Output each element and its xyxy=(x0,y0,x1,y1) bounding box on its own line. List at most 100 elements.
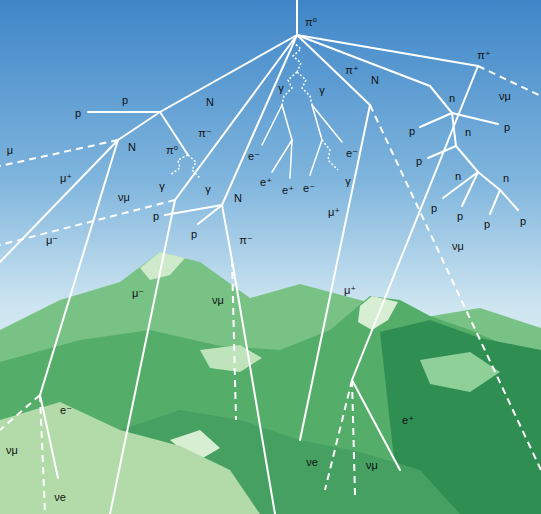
particle-label: νμ xyxy=(118,191,130,203)
electron-track xyxy=(310,140,322,175)
particle-label: N xyxy=(371,74,379,86)
mountain-middle xyxy=(0,296,541,514)
particle-label: μ xyxy=(7,144,13,156)
particle-label: N xyxy=(206,96,214,108)
particle-label: π⁻ xyxy=(239,234,252,246)
particle-label: e⁻ xyxy=(248,150,260,162)
neutrino-track xyxy=(370,105,541,470)
particle-label: e⁺ xyxy=(282,184,294,196)
particle-label: p xyxy=(484,218,490,230)
particle-label: p xyxy=(504,121,510,133)
particle-label: γ xyxy=(345,175,351,187)
particle-track xyxy=(160,112,188,155)
electron-track xyxy=(282,105,292,140)
particle-label: νμ xyxy=(6,444,18,456)
neutrino-track xyxy=(325,380,352,490)
particle-label: p xyxy=(75,107,81,119)
particle-label: μ⁻ xyxy=(46,234,58,246)
particle-label: p xyxy=(409,125,415,137)
particle-label: π⁺ xyxy=(345,64,358,76)
particle-label: νμ xyxy=(452,240,464,252)
neutrino-track xyxy=(232,260,236,420)
particle-label: N xyxy=(234,192,242,204)
particle-label: n xyxy=(503,172,509,184)
particle-track xyxy=(300,105,370,440)
particle-track xyxy=(430,86,452,113)
particle-label: γ xyxy=(319,84,325,96)
particle-track xyxy=(222,205,232,260)
particle-label: μ⁻ xyxy=(132,287,144,299)
photon-track xyxy=(293,35,301,72)
particle-label: p xyxy=(122,94,128,106)
particle-label: n xyxy=(465,126,471,138)
photon-track xyxy=(188,155,200,178)
mountain-back xyxy=(0,252,541,514)
electron-track xyxy=(272,140,292,172)
mountains xyxy=(0,252,541,514)
particle-track xyxy=(110,200,175,514)
neutrino-tracks xyxy=(0,66,541,514)
particle-track xyxy=(40,140,118,395)
particle-label: νe xyxy=(306,456,318,468)
photon-track xyxy=(322,140,338,170)
neutrino-track xyxy=(352,380,355,495)
photon-tracks xyxy=(170,35,338,178)
particle-track xyxy=(118,112,160,140)
photon-track xyxy=(170,155,188,175)
particle-label: p xyxy=(457,210,463,222)
particle-label: p xyxy=(416,155,422,167)
neutrino-track xyxy=(0,395,40,430)
particle-label: N xyxy=(128,141,136,153)
particle-label: μ⁺ xyxy=(344,284,356,296)
particle-label: n xyxy=(449,92,455,104)
particle-label: p xyxy=(153,210,159,222)
particle-label: e⁻ xyxy=(346,147,358,159)
particle-track xyxy=(352,66,478,380)
particle-track xyxy=(165,205,222,215)
particle-track xyxy=(462,172,478,206)
particle-track xyxy=(198,205,222,224)
primary-track xyxy=(296,0,298,35)
particle-track xyxy=(456,146,478,172)
particle-label: p xyxy=(191,228,197,240)
electron-track xyxy=(312,105,342,142)
mountain-highlight xyxy=(200,345,262,372)
particle-track xyxy=(490,190,500,214)
electron-track xyxy=(312,105,322,140)
particle-label: γ xyxy=(205,183,211,195)
photon-track xyxy=(282,72,297,105)
particle-label: π⁰ xyxy=(305,16,317,28)
particle-label: π⁰ xyxy=(166,144,178,156)
particle-label: γ xyxy=(278,82,284,94)
particle-track xyxy=(352,380,400,470)
particle-label: e⁺ xyxy=(402,414,414,426)
particle-track xyxy=(500,190,518,210)
particle-tracks xyxy=(0,0,518,514)
particle-label: μ⁺ xyxy=(60,172,72,184)
particle-label: p xyxy=(520,215,526,227)
particle-label: p xyxy=(431,202,437,214)
particle-track xyxy=(160,35,297,112)
particle-label: n xyxy=(455,170,461,182)
particle-label: e⁻ xyxy=(303,182,315,194)
particle-label: π⁻ xyxy=(198,127,211,139)
neutrino-track xyxy=(0,200,175,245)
particle-label: νμ xyxy=(212,294,224,306)
electron-track xyxy=(262,105,282,145)
particle-label: νμ xyxy=(499,90,511,102)
particle-label: νe xyxy=(54,491,66,503)
particle-label: e⁻ xyxy=(60,404,72,416)
particle-label: νμ xyxy=(366,459,378,471)
particle-label: π⁺ xyxy=(477,49,490,61)
particle-track xyxy=(297,35,478,66)
particle-track xyxy=(297,35,430,86)
particle-track xyxy=(420,113,452,127)
neutrino-track xyxy=(40,395,45,514)
photon-track xyxy=(297,72,312,105)
particle-label: γ xyxy=(159,180,165,192)
particle-label: e⁺ xyxy=(260,176,272,188)
